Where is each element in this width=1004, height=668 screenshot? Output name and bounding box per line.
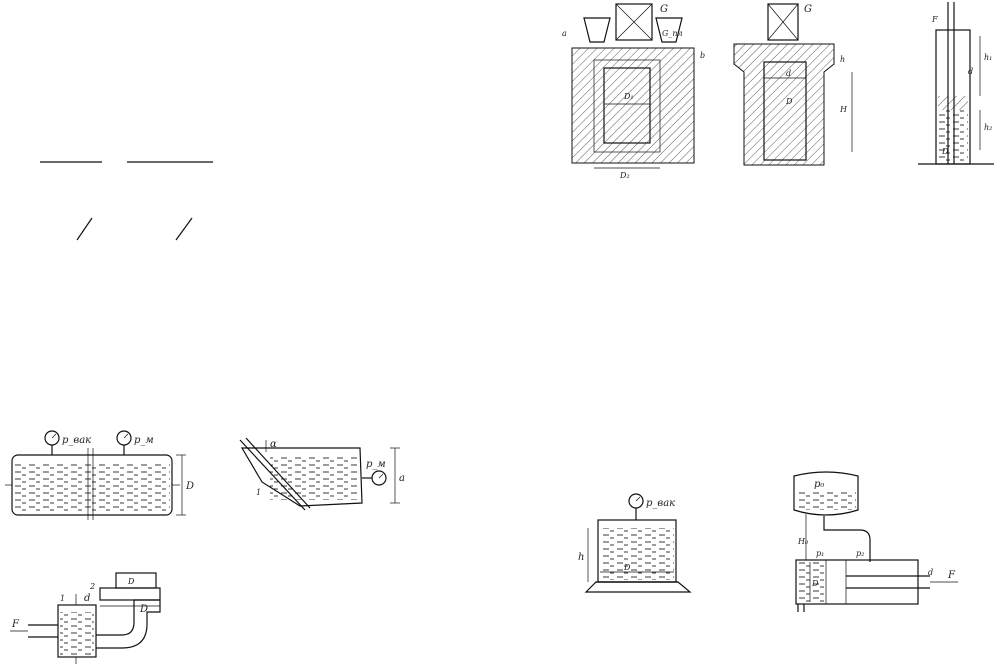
label-D1: D₁ xyxy=(623,92,634,101)
label-D: D xyxy=(139,604,148,615)
label-two: 2 xyxy=(89,582,95,591)
figure-tank-vac: p_вак h D xyxy=(578,493,692,593)
label-one: 1 xyxy=(60,594,65,603)
label-G: G xyxy=(804,4,812,15)
label-h: h xyxy=(840,55,845,64)
label-p0: p₀ xyxy=(814,479,824,490)
label-H: H xyxy=(839,105,848,114)
label-D: D xyxy=(811,579,819,588)
figure-mold-mid: G h H d D xyxy=(733,3,853,166)
gauge-vacuum-icon xyxy=(628,493,644,509)
figure-press: F 1 d D 2 D xyxy=(10,572,161,664)
figure-inclined-tank: α 1 p_м a xyxy=(239,437,405,511)
label-tank: D xyxy=(127,577,135,586)
figure-pressure-vessel: p_вак p_м D xyxy=(5,430,194,520)
label-one: 1 xyxy=(256,488,261,497)
label-F: F xyxy=(931,15,938,24)
label-p2: p₂ xyxy=(856,549,864,558)
label-D2: D₂ xyxy=(619,171,630,180)
label-D: D xyxy=(785,97,793,106)
label-H0: H₀ xyxy=(797,537,809,546)
label-p-vac: p_вак xyxy=(646,498,675,509)
label-D: D xyxy=(623,563,631,572)
label-a: a xyxy=(562,29,567,38)
label-d: d xyxy=(84,593,90,604)
label-p-vac: p_вак xyxy=(62,435,91,446)
label-h1: h₁ xyxy=(984,53,992,62)
label-p1: p₁ xyxy=(816,549,824,558)
label-G: G xyxy=(660,4,668,15)
figure-cylinder: p₀ H₀ p₁ p₂ F d D xyxy=(793,471,958,612)
label-p-m: p_м xyxy=(134,435,154,446)
label-D: D xyxy=(185,481,194,492)
figure-mold-left: G G_пл a b D₁ D₂ xyxy=(562,3,705,180)
label-h: h xyxy=(578,552,584,563)
label-alpha: α xyxy=(270,439,277,450)
gauge-icon xyxy=(362,470,387,486)
label-d: d xyxy=(786,69,791,78)
figure-tubes: F h₁ d h₂ D xyxy=(918,2,994,165)
label-d: d xyxy=(968,67,973,76)
label-D: D xyxy=(941,147,949,156)
label-p-m: p_м xyxy=(366,459,386,470)
label-b: b xyxy=(700,51,705,60)
label-F: F xyxy=(947,570,956,581)
label-d: d xyxy=(928,568,933,577)
gauge-manometer-icon xyxy=(116,430,132,455)
stray-marks xyxy=(40,161,213,241)
gauge-vacuum-icon xyxy=(44,430,60,455)
label-a: a xyxy=(399,473,405,484)
label-G-pl: G_пл xyxy=(662,29,683,38)
label-h2: h₂ xyxy=(984,123,992,132)
label-F: F xyxy=(11,619,20,630)
